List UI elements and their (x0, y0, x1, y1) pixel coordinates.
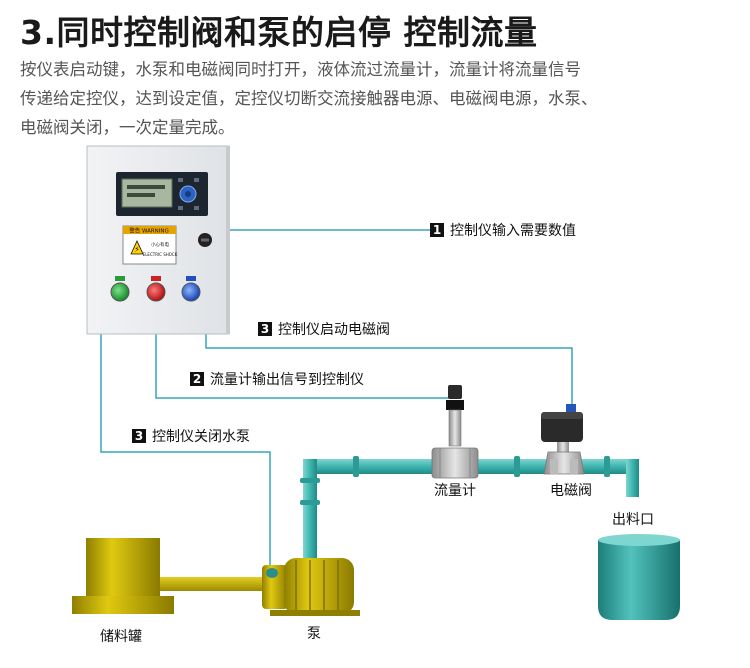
flowmeter (431, 385, 479, 479)
description-line-3: 电磁阀关闭，一次定量完成。 (20, 118, 235, 137)
callout-3a: 3 控制仪启动电磁阀 (258, 322, 390, 338)
description: 按仪表启动键，水泵和电磁阀同时打开，液体流过流量计，流量计将流量信号 传递给定控… (20, 55, 735, 142)
callout-3a-number: 3 (261, 322, 269, 336)
controller-display[interactable] (116, 172, 208, 216)
callout-3b: 3 控制仪关闭水泵 (132, 429, 250, 445)
callout-1-number: 1 (433, 223, 441, 237)
wire-valve (205, 334, 573, 408)
callout-1: 1 控制仪输入需要数值 (430, 223, 576, 239)
outlet-tank (598, 534, 680, 620)
svg-text:⚡: ⚡ (134, 245, 140, 254)
label-tank: 储料罐 (100, 629, 142, 645)
storage-tank (72, 538, 270, 614)
warning-label: 警告 WARNING ⚡ 小心有电 ELECTRIC SHOCK (122, 225, 178, 265)
selector-switch[interactable] (198, 233, 212, 247)
callout-2-number: 2 (193, 372, 201, 386)
warning-title: 警告 WARNING (129, 227, 169, 235)
callout-3a-text: 控制仪启动电磁阀 (278, 322, 390, 338)
label-flowmeter: 流量计 (434, 483, 476, 499)
label-outlet: 出料口 (612, 512, 654, 528)
callout-2: 2 流量计输出信号到控制仪 (190, 372, 364, 388)
callout-2-text: 流量计输出信号到控制仪 (210, 372, 364, 388)
reset-button[interactable] (181, 276, 201, 302)
callout-3b-text: 控制仪关闭水泵 (152, 429, 250, 445)
callout-1-text: 控制仪输入需要数值 (450, 223, 576, 239)
signal-wires (100, 229, 573, 565)
label-pump: 泵 (307, 626, 321, 642)
description-line-2: 传递给定控仪，达到设定值，定控仪切断交流接触器电源、电磁阀电源，水泵、 (20, 89, 598, 108)
solenoid-valve (541, 404, 585, 475)
control-box: 警告 WARNING ⚡ 小心有电 ELECTRIC SHOCK (86, 145, 230, 335)
description-line-1: 按仪表启动键，水泵和电磁阀同时打开，液体流过流量计，流量计将流量信号 (20, 60, 581, 79)
callout-3b-number: 3 (135, 429, 143, 443)
wire-flowmeter (155, 334, 455, 399)
page-title: 3.同时控制阀和泵的启停 控制流量 (20, 13, 538, 52)
warning-small: ELECTRIC SHOCK (143, 252, 178, 257)
label-valve: 电磁阀 (550, 483, 592, 499)
stop-button[interactable] (146, 276, 166, 302)
wire-pump (100, 334, 271, 565)
warning-sub: 小心有电 (151, 241, 169, 248)
start-button[interactable] (110, 276, 130, 302)
pump (262, 558, 360, 616)
